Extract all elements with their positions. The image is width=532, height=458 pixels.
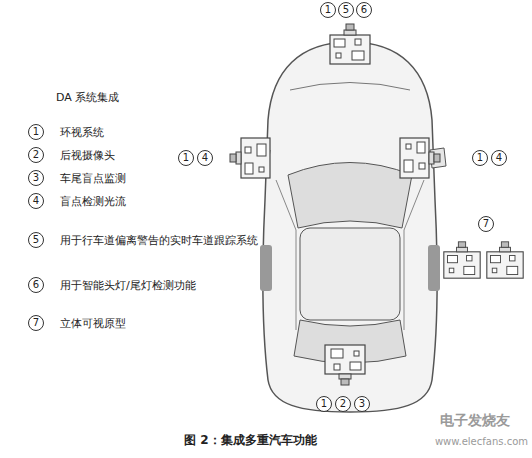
legend-text: 环视系统 — [60, 125, 260, 140]
callout-number: 6 — [33, 280, 39, 290]
callout-number: 7 — [483, 219, 489, 229]
legend-text: 盲点检测光流 — [60, 194, 260, 209]
callout-circle: 2 — [335, 396, 351, 412]
callout-circle: 1 — [472, 150, 488, 166]
callout-number: 1 — [477, 153, 483, 163]
callout-circle: 1 — [178, 150, 194, 166]
callout-number: 1 — [183, 153, 189, 163]
callout-number: 2 — [340, 399, 346, 409]
callout-circle: 7 — [28, 315, 44, 331]
callout-circle: 4 — [28, 193, 44, 209]
callout-circle: 1 — [320, 2, 336, 18]
legend-heading: DA 系统集成 — [56, 90, 119, 105]
callout-circle: 4 — [197, 150, 213, 166]
figure-caption: 图 2：集成多重汽车功能 — [184, 432, 317, 449]
callout-circle: 7 — [478, 216, 494, 232]
legend-text: 立体可视原型 — [60, 316, 260, 331]
callout-circle: 1 — [28, 124, 44, 140]
legend-text: 用于智能头灯/尾灯检测功能 — [60, 278, 260, 293]
callout-circle: 5 — [338, 2, 354, 18]
callout-circle: 6 — [28, 277, 44, 293]
callout-circle: 3 — [354, 396, 370, 412]
callout-number: 4 — [202, 153, 208, 163]
callout-number: 1 — [325, 5, 331, 15]
watermark-text: 电子发烧友 — [440, 412, 510, 430]
callout-circle: 4 — [491, 150, 507, 166]
legend-text: 车尾盲点监测 — [60, 171, 260, 186]
legend-text: 用于行车道偏离警告的实时车道跟踪系统 — [60, 233, 260, 248]
callout-number: 2 — [33, 150, 39, 160]
callout-number: 3 — [359, 399, 365, 409]
callout-circle: 5 — [28, 232, 44, 248]
callout-circle: 6 — [356, 2, 372, 18]
watermark-text: www.elecfans.com — [435, 436, 528, 447]
legend-text: 后视摄像头 — [60, 148, 260, 163]
callout-number: 5 — [33, 235, 39, 245]
callout-number: 5 — [343, 5, 349, 15]
callout-number: 4 — [33, 196, 39, 206]
callout-number: 6 — [361, 5, 367, 15]
callout-circle: 2 — [28, 147, 44, 163]
callout-circle: 1 — [316, 396, 332, 412]
callout-number: 1 — [33, 127, 39, 137]
callout-number: 3 — [33, 173, 39, 183]
callout-number: 7 — [33, 318, 39, 328]
callout-number: 1 — [321, 399, 327, 409]
callout-circle: 3 — [28, 170, 44, 186]
callout-number: 4 — [496, 153, 502, 163]
